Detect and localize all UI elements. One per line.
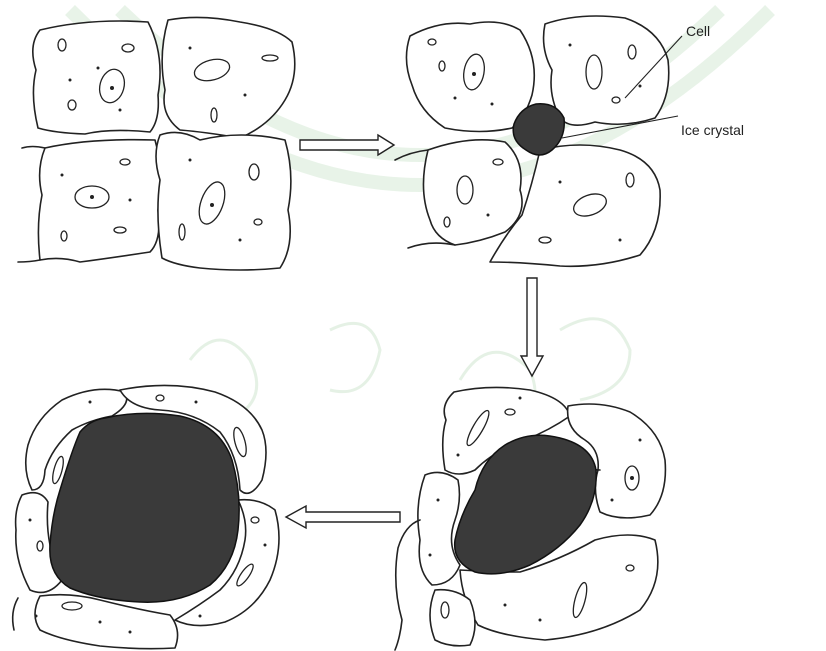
cell (33, 21, 160, 134)
cell-label: Cell (686, 23, 710, 39)
panel-intact-cells (18, 17, 295, 270)
panel-large-ice-crystal (13, 385, 279, 648)
panel-growing-ice-crystal (395, 387, 665, 650)
cell (418, 472, 460, 585)
arrow-left (286, 506, 400, 528)
panel-small-ice-crystal (395, 16, 669, 266)
cell (430, 590, 475, 646)
cell (406, 22, 534, 132)
cell (35, 595, 178, 649)
ice-crystal-label: Ice crystal (681, 122, 744, 138)
ice-crystal-large (50, 413, 239, 602)
cell (38, 140, 160, 262)
arrow-down (521, 278, 543, 376)
